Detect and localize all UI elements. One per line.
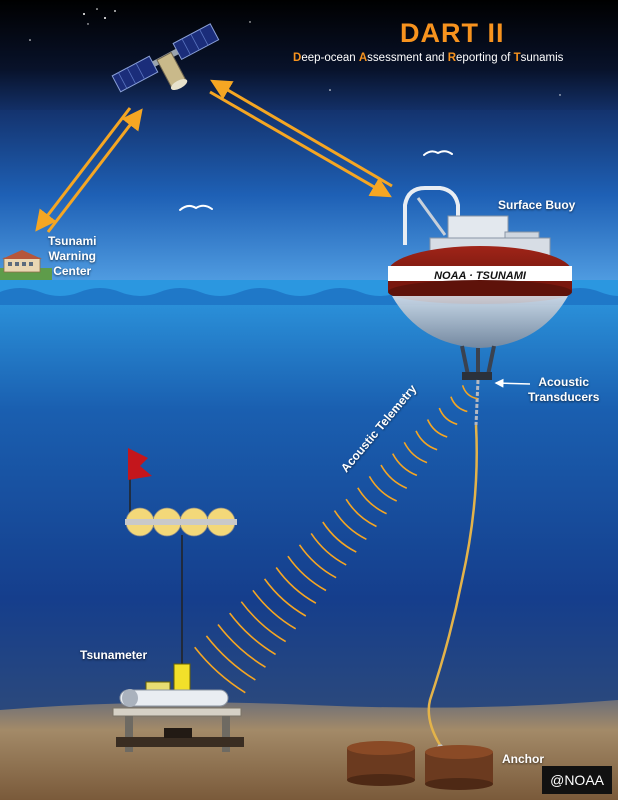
subtitle-word-a: ssessment and xyxy=(367,52,448,64)
subtitle-initial-r: R xyxy=(447,52,457,64)
satellite-link-arrows xyxy=(35,79,393,233)
telemetry-wave-arc xyxy=(415,430,438,451)
subtitle-word-d: eep-ocean xyxy=(301,52,359,64)
telemetry-wave-arc xyxy=(229,612,277,656)
telemetry-wave-arc xyxy=(368,476,398,502)
telemetry-wave-arc xyxy=(391,453,418,477)
anchor-icon xyxy=(347,741,493,790)
night-sky xyxy=(0,0,618,115)
telemetry-wave-arc xyxy=(450,396,468,413)
seagull-icons xyxy=(179,150,453,211)
telemetry-wave-arc xyxy=(205,635,256,681)
subtitle-word-t: sunamis xyxy=(520,52,564,64)
surface-buoy-icon xyxy=(388,186,572,380)
warning-center-label-line3: Center xyxy=(53,264,92,278)
acoustic-telemetry-waves xyxy=(194,385,478,694)
subtitle-initial-t: T xyxy=(513,52,521,64)
telemetry-wave-arc xyxy=(345,498,377,528)
telemetry-wave-arc xyxy=(217,624,266,668)
telemetry-wave-arc xyxy=(333,510,367,541)
telemetry-wave-arc xyxy=(252,589,297,630)
telemetry-wave-arc xyxy=(322,521,357,553)
warning-center-label-line1: Tsunami xyxy=(48,234,97,248)
telemetry-wave-arc xyxy=(275,567,317,604)
telemetry-wave-arc xyxy=(380,464,408,489)
buoy-marking-text: NOAA · TSUNAMI xyxy=(434,270,527,282)
tsunameter-float-icon xyxy=(125,448,237,665)
subtitle-initial-d: D xyxy=(293,52,302,64)
telemetry-wave-arc xyxy=(310,532,347,566)
telemetry-wave-arc xyxy=(461,385,478,400)
telemetry-wave-arc xyxy=(298,544,337,579)
telemetry-wave-arc xyxy=(403,441,428,464)
subtitle-initial-a: A xyxy=(358,52,368,64)
seafloor xyxy=(0,700,618,800)
acoustic-transducers-label-line1: Acoustic xyxy=(538,375,590,389)
telemetry-wave-arc xyxy=(438,407,458,426)
tsunameter-label: Tsunameter xyxy=(80,648,148,662)
telemetry-wave-arc xyxy=(357,487,387,515)
telemetry-wave-arc xyxy=(240,601,287,643)
acoustic-transducers-label: Acoustic Transducers xyxy=(528,375,599,405)
stars xyxy=(29,8,561,96)
credit-badge: @NOAA xyxy=(542,766,612,794)
tsunameter-icon xyxy=(112,663,244,752)
surface-buoy-label: Surface Buoy xyxy=(498,198,576,212)
anchor-label: Anchor xyxy=(502,752,544,766)
telemetry-wave-arc xyxy=(287,555,327,592)
telemetry-wave-arc xyxy=(426,419,448,438)
ocean-water xyxy=(0,305,618,725)
telemetry-wave-arc xyxy=(263,578,307,617)
telemetry-wave-arc xyxy=(194,646,246,694)
acoustic-transducer-pointer xyxy=(494,378,531,388)
warning-center-building-icon xyxy=(0,250,52,280)
warning-center-label: Tsunami Warning Center xyxy=(48,234,96,279)
warning-center-label-line2: Warning xyxy=(48,249,96,263)
subtitle-word-r: eporting of xyxy=(456,52,514,64)
page-subtitle: Deep-ocean Assessment and Reporting of T… xyxy=(293,52,563,64)
page-title: DART II xyxy=(400,18,505,48)
acoustic-transducers-label-line2: Transducers xyxy=(528,390,600,404)
satellite-icon xyxy=(111,23,220,93)
